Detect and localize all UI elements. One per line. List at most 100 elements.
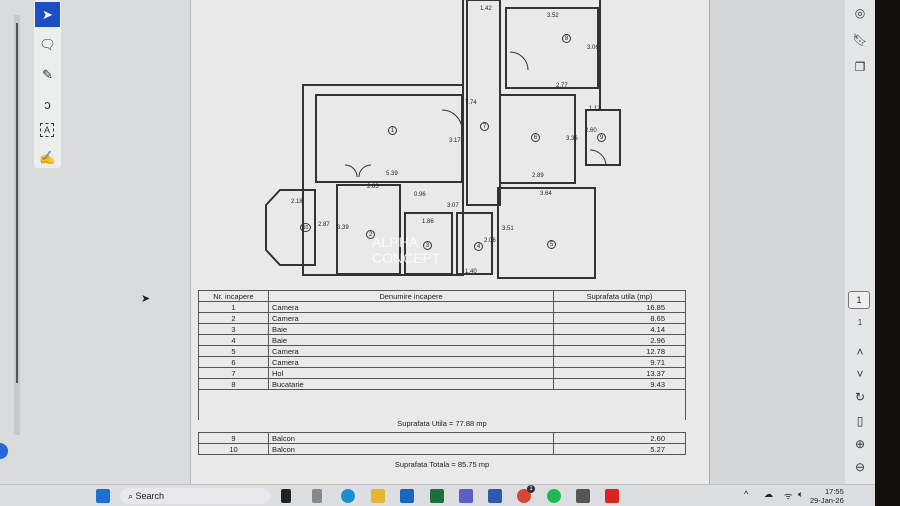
dimension: 3.51: [502, 226, 514, 232]
highlight-pen-icon[interactable]: ✎: [42, 66, 53, 82]
next-page-icon[interactable]: ˅: [856, 367, 864, 381]
teams-icon[interactable]: [459, 489, 473, 503]
previous-page-icon[interactable]: ˄: [856, 345, 864, 359]
room-number: 1: [388, 126, 397, 135]
dimension: 3.39: [337, 225, 349, 231]
text-box-icon[interactable]: A: [40, 123, 54, 137]
word-icon[interactable]: [488, 489, 502, 503]
cell-nr: 4: [198, 334, 269, 346]
dimension: 3.64: [540, 191, 552, 197]
page-fit-icon[interactable]: ▯: [856, 414, 864, 428]
room-10-balcony: [265, 189, 316, 266]
cell-nr: 10: [198, 443, 269, 455]
outlook-icon[interactable]: [400, 489, 414, 503]
folder-icon[interactable]: [371, 489, 385, 503]
dimension: 2.18: [291, 199, 303, 205]
mouse-cursor-icon: ➤: [141, 293, 151, 305]
calculator-icon[interactable]: [312, 489, 322, 503]
windows-start-icon[interactable]: [96, 489, 110, 503]
signature-icon[interactable]: ✍: [39, 149, 56, 165]
cell-area: 2.60: [553, 432, 686, 444]
cell-area: 13.37: [553, 367, 686, 379]
cell-area: 5.27: [553, 443, 686, 455]
edge-icon[interactable]: [341, 489, 355, 503]
cell-area: 2.96: [553, 334, 686, 346]
cell-nr: 8: [198, 378, 269, 390]
dimension: 1.86: [422, 219, 434, 225]
zoom-in-icon[interactable]: ⊕: [854, 437, 866, 451]
cell-name: Hol: [268, 367, 554, 379]
calendar-app-icon[interactable]: [576, 489, 590, 503]
wifi-icon[interactable]: ᯤ: [784, 491, 793, 501]
total-pages: 1: [857, 318, 863, 327]
room-3: [404, 212, 453, 275]
spotify-icon[interactable]: [547, 489, 561, 503]
left-panel: [0, 0, 190, 484]
cell-nr: 2: [198, 312, 269, 324]
cell-area: 16.85: [553, 301, 686, 313]
room-5: [497, 187, 596, 279]
dimension: 3.17: [449, 138, 461, 144]
cell-area: 9.43: [553, 378, 686, 390]
viewer-background: [710, 0, 845, 484]
cell-name: Camera: [268, 301, 554, 313]
table-header: Nr. incapere Denumire incapere Suprafata…: [198, 290, 686, 302]
room-number: 2: [366, 230, 375, 239]
grand-total: Suprafata Totala = 85.75 mp: [394, 460, 490, 469]
dimension: 3.36: [566, 136, 578, 142]
select-tool-icon[interactable]: ➤: [35, 2, 60, 27]
rotate-icon[interactable]: ↻: [854, 390, 866, 404]
comment-tool-icon[interactable]: 🗨: [39, 36, 56, 52]
room-1: [315, 94, 463, 183]
bookmark-icon[interactable]: 🔖︎: [852, 33, 868, 47]
pages-icon[interactable]: ❐: [854, 60, 866, 74]
dimension: 2.06: [484, 238, 496, 244]
dimension: 1.42: [480, 6, 492, 12]
room-number: 10: [300, 223, 311, 232]
cell-nr: 6: [198, 356, 269, 368]
chrome-badge: 1: [527, 485, 535, 493]
chrome-icon[interactable]: 1: [517, 485, 535, 503]
monitor-bezel: [875, 0, 900, 506]
acrobat-icon[interactable]: [605, 489, 619, 503]
floor-plan: [265, 0, 621, 279]
freehand-draw-icon[interactable]: ↄ: [44, 97, 51, 112]
dimension: 7.74: [465, 100, 477, 106]
cell-area: 12.78: [553, 345, 686, 357]
annotation-toolbar: ➤ 🗨 ✎ ↄ A ✍: [34, 0, 61, 168]
taskbar-search[interactable]: ⌕ Search: [120, 488, 270, 504]
volume-icon[interactable]: 🔈︎: [798, 489, 804, 499]
cell-nr: 1: [198, 301, 269, 313]
dimension: 3.07: [447, 203, 459, 209]
cell-nr: 5: [198, 345, 269, 357]
dimension: 2.60: [585, 128, 597, 134]
cell-name: Baie: [268, 334, 554, 346]
zoom-out-icon[interactable]: ⊖: [854, 460, 866, 474]
excel-icon[interactable]: [430, 489, 444, 503]
current-page-input[interactable]: 1: [848, 291, 870, 309]
dimension: 3.52: [547, 13, 559, 19]
cell-name: Camera: [268, 356, 554, 368]
room-number: 6: [531, 133, 540, 142]
file-explorer-icon[interactable]: [281, 489, 291, 503]
assistant-button[interactable]: [0, 443, 8, 459]
cell-area: 4.14: [553, 323, 686, 335]
rooms-table: Nr. incapere Denumire incapere Suprafata…: [198, 290, 686, 420]
room-2: [336, 184, 401, 275]
show-hidden-icons-icon[interactable]: ^: [744, 489, 749, 499]
thumbnail-scrollbar[interactable]: [14, 15, 20, 435]
dimension: 0.96: [414, 192, 426, 198]
cell-nr: 7: [198, 367, 269, 379]
ai-assistant-icon[interactable]: ◎: [854, 6, 866, 20]
onedrive-icon[interactable]: ☁: [764, 489, 773, 499]
cell-area: 9.71: [553, 356, 686, 368]
